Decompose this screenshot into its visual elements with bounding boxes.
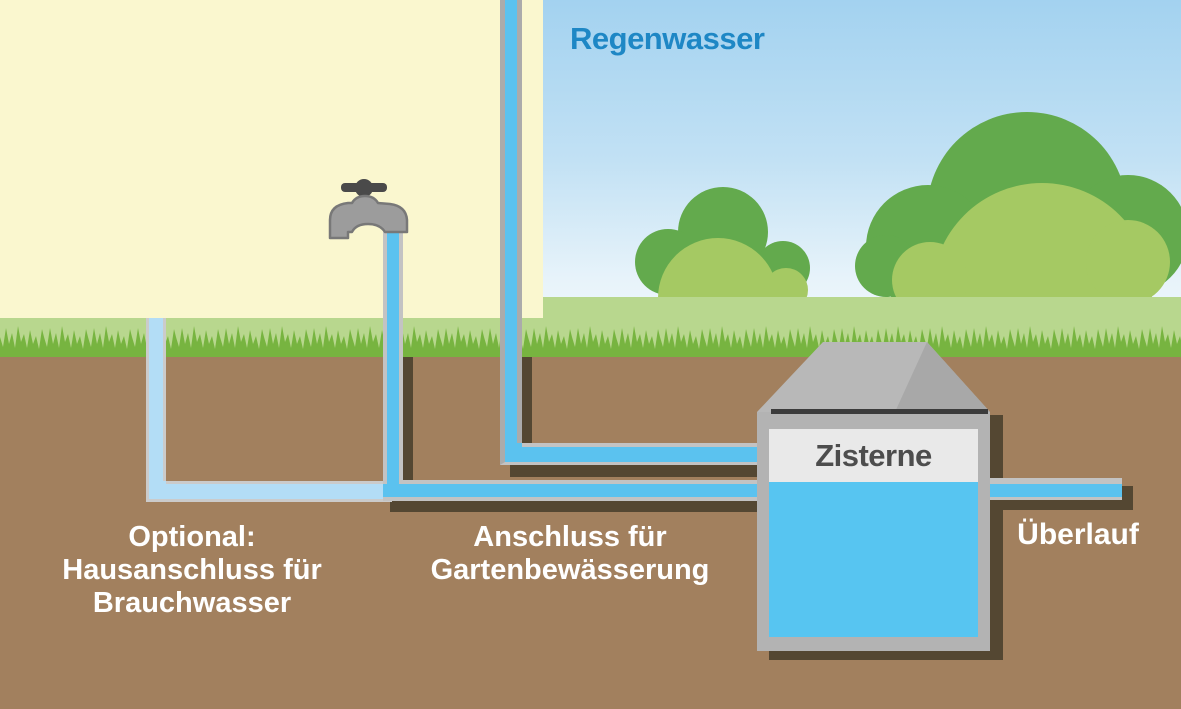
tap-icon <box>328 179 409 240</box>
pipe-junction <box>387 480 399 486</box>
cistern-label: Zisterne <box>815 438 932 473</box>
rainwater-label: Regenwasser <box>570 21 765 56</box>
downspout-pipe-horizontal <box>522 443 757 465</box>
pipe-shadow <box>522 357 532 443</box>
pipe-shadow <box>390 501 757 512</box>
pipe-shadow <box>1122 486 1133 499</box>
overflow-label: Überlauf <box>1017 518 1139 551</box>
label-line: Hausanschluss für <box>62 554 322 586</box>
cistern-water <box>769 482 978 637</box>
garden-connection-pipe <box>383 480 757 501</box>
garden-connection-label: Anschluss für Gartenbewässerung <box>431 521 710 587</box>
pipe-shadow <box>998 499 1133 510</box>
bush-circle <box>1086 220 1170 304</box>
house-connection-pipe-horizontal <box>166 481 392 502</box>
label-line: Optional: <box>128 521 256 553</box>
tap-pipe-vertical <box>383 230 403 480</box>
label-line: Gartenbewässerung <box>430 554 710 586</box>
house-connection-pipe-elbow <box>146 481 166 502</box>
cistern-lid-seam <box>771 409 988 414</box>
cistern-label-panel <box>769 429 978 482</box>
overflow-pipe <box>990 478 1122 500</box>
downspout-pipe-vertical <box>500 0 522 443</box>
cistern-lid <box>757 342 990 412</box>
downspout-pipe-elbow <box>500 443 522 465</box>
optional-house-connection-label: Optional: Hausanschluss für Brauchwasser <box>62 521 321 620</box>
house-connection-pipe-vertical <box>146 318 166 481</box>
pipe-shadow <box>403 357 413 480</box>
label-line: Brauchwasser <box>92 587 292 619</box>
pipe-shadow <box>510 465 757 477</box>
grass-band <box>0 321 1181 358</box>
label-line: Anschluss für <box>473 521 667 553</box>
house-wall <box>0 0 543 318</box>
